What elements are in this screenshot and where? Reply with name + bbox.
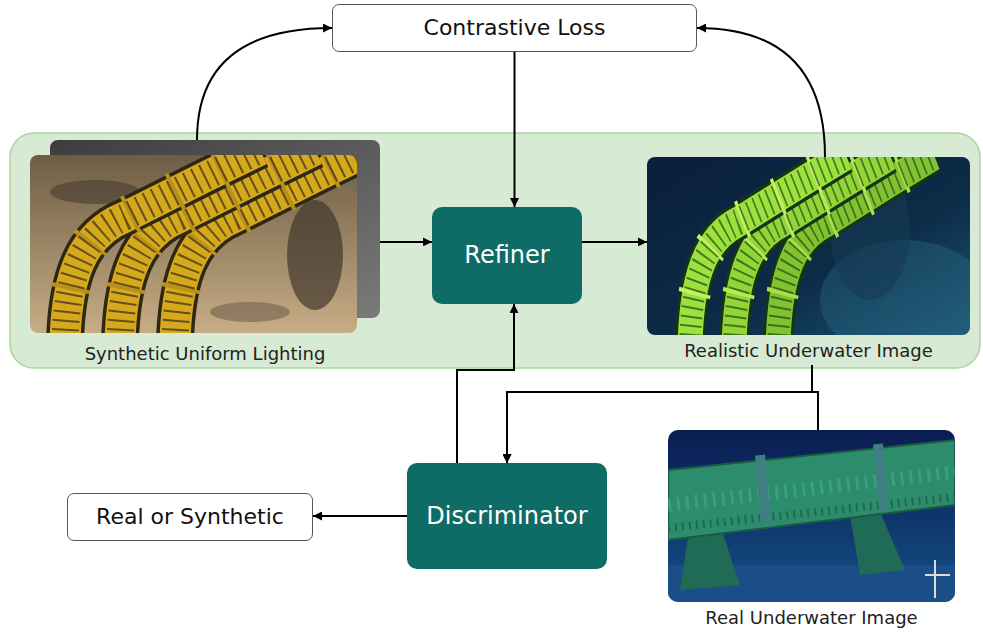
flow-arrow <box>380 241 432 243</box>
image-panel: Synthetic Uniform Lighting <box>30 140 380 368</box>
process-box: Discriminator <box>407 463 607 569</box>
flow-arrow <box>514 52 516 207</box>
flow-arrow <box>582 241 647 243</box>
flow-arrow <box>507 392 818 463</box>
box-label: Real or Synthetic <box>96 504 284 530</box>
flow-arrow <box>507 365 812 463</box>
image-caption: Synthetic Uniform Lighting <box>85 343 326 365</box>
box-label: Discriminator <box>426 502 587 531</box>
flow-arrow <box>457 304 514 463</box>
flow-arrow <box>313 515 407 517</box>
process-box: Refiner <box>432 207 582 304</box>
image-caption: Real Underwater Image <box>705 607 917 629</box>
image-caption: Realistic Underwater Image <box>684 340 933 362</box>
flow-arrow <box>197 28 332 140</box>
image-panel: Real Underwater Image <box>668 430 955 632</box>
box-label: Refiner <box>464 241 549 270</box>
box-label: Contrastive Loss <box>424 15 606 41</box>
image-panel: Realistic Underwater Image <box>647 157 970 365</box>
flow-arrow <box>697 28 825 157</box>
loss-box: Contrastive Loss <box>332 4 697 52</box>
output-box: Real or Synthetic <box>67 493 313 541</box>
